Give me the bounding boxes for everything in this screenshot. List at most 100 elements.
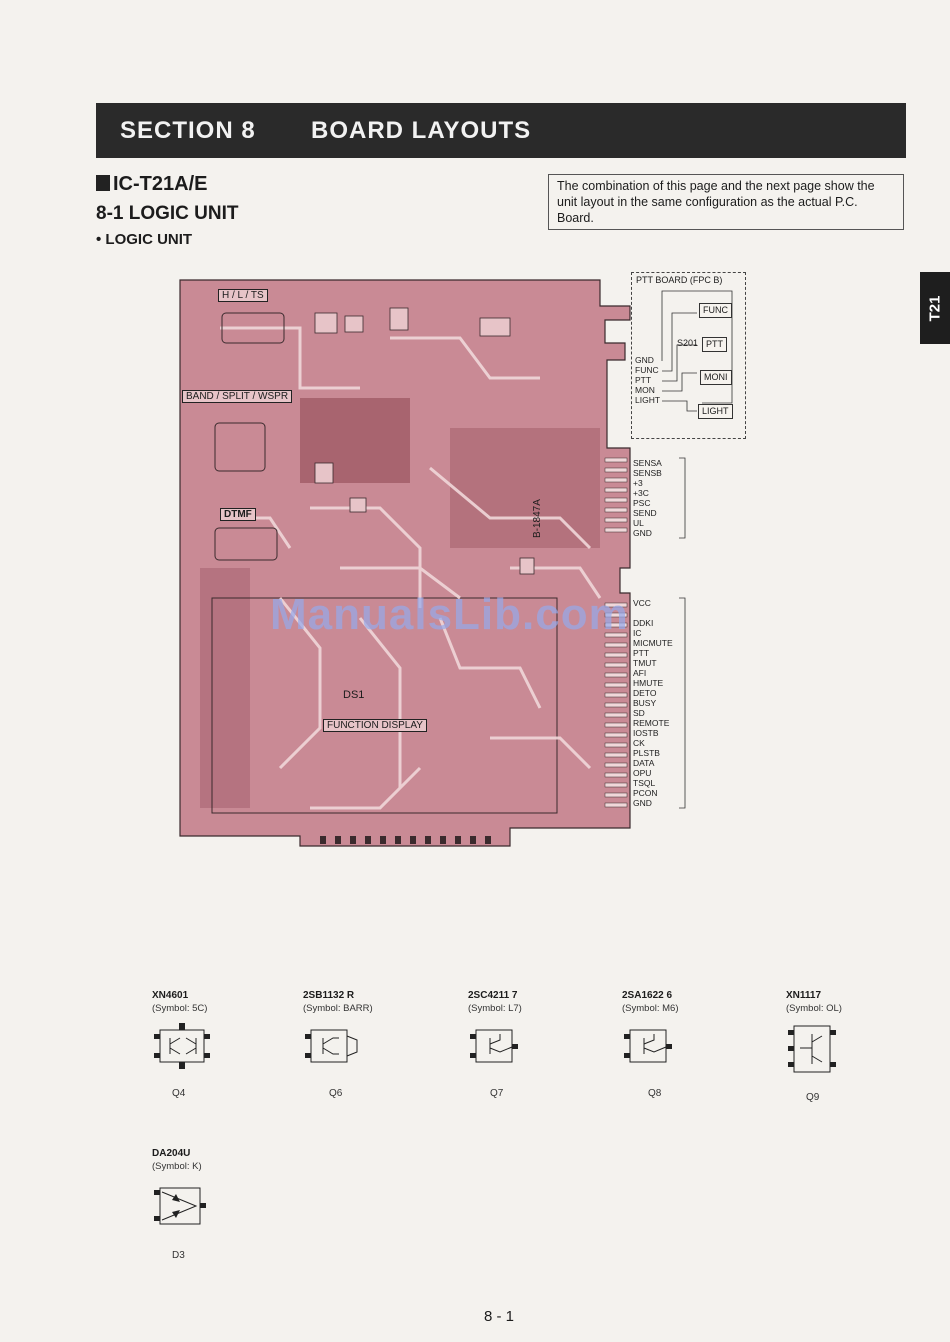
part-ref: Q6 — [329, 1088, 343, 1099]
connector-pin: IC — [633, 628, 642, 638]
diode-package-icon — [154, 1187, 206, 1225]
connector-pin: PTT — [633, 648, 650, 658]
ptt-pin: MON — [635, 385, 655, 395]
switch-components — [214, 312, 285, 561]
section-header-bar: SECTION 8 BOARD LAYOUTS — [96, 103, 906, 158]
part-ref: D3 — [172, 1250, 185, 1261]
part-xn1117: XN1117 (Symbol: OL) Q9 — [786, 990, 896, 1103]
note-box: The combination of this page and the nex… — [548, 174, 904, 230]
connector-lower-labels: VCC DDKI IC MICMUTE PTT TMUT AFI HMUTE D… — [633, 598, 673, 808]
bullet-square-icon — [96, 175, 110, 191]
connector-pin: SENSA — [633, 458, 662, 468]
part-number: 2SB1132 R — [303, 990, 355, 1001]
part-ref: Q8 — [648, 1088, 662, 1099]
connector-pin: REMOTE — [633, 718, 670, 728]
connector-pin: HMUTE — [633, 678, 664, 688]
pcb-board-image: H / L / TS BAND / SPLIT / WSPR DTMF DS1 … — [160, 268, 760, 868]
part-symbol: (Symbol: M6) — [622, 1003, 679, 1014]
transistor-package-icon — [624, 1029, 672, 1063]
bottom-tabs — [320, 836, 491, 844]
connector-pin: BUSY — [633, 698, 657, 708]
copper-area — [450, 428, 600, 548]
connector-pin: IOSTB — [633, 728, 659, 738]
ptt-board-inset: PTT BOARD (FPC B) S201 FUNC PTT MONI LIG… — [631, 272, 746, 439]
display-outline — [211, 597, 558, 814]
connector-pin: DETO — [633, 688, 657, 698]
page-number: 8 - 1 — [484, 1308, 515, 1325]
ptt-wiring-svg — [661, 290, 733, 412]
board-code: B-1847A — [532, 499, 543, 538]
ptt-switch-ptt: PTT — [702, 337, 727, 352]
part-2sa1622: 2SA1622 6 (Symbol: M6) Q8 — [622, 990, 732, 1099]
part-xn4601: XN4601 (Symbol: 5C) Q4 — [152, 990, 262, 1099]
part-symbol: (Symbol: BARR) — [303, 1003, 373, 1014]
connector-pin: CK — [633, 738, 645, 748]
switch-label-dtmf: DTMF — [220, 508, 256, 521]
part-symbol: (Symbol: K) — [152, 1161, 202, 1172]
connector-pin: VCC — [633, 598, 651, 608]
transistor-package-icon — [788, 1025, 836, 1073]
side-tab-label: T21 — [926, 295, 944, 321]
ptt-switch-moni: MONI — [700, 370, 732, 385]
part-number: XN4601 — [152, 990, 189, 1001]
part-number: DA204U — [152, 1148, 191, 1159]
part-symbol: (Symbol: L7) — [468, 1003, 522, 1014]
connector-pin: MICMUTE — [633, 638, 673, 648]
part-number: 2SC4211 7 — [468, 990, 518, 1001]
part-2sc4211: 2SC4211 7 (Symbol: L7) Q7 — [468, 990, 578, 1099]
side-tab[interactable]: T21 — [920, 272, 950, 344]
part-ref: Q7 — [490, 1088, 504, 1099]
ptt-pin: GND — [635, 355, 654, 365]
ic-chips — [314, 307, 535, 575]
part-ref: Q9 — [806, 1092, 820, 1103]
connector-pads — [604, 457, 628, 808]
sub-sub-heading: • LOGIC UNIT — [96, 231, 193, 248]
ptt-switch-light: LIGHT — [698, 404, 733, 419]
ptt-pin: FUNC — [635, 365, 659, 375]
connector-pin: PLSTB — [633, 748, 660, 758]
display-label: FUNCTION DISPLAY — [323, 719, 427, 732]
pcb-traces — [220, 326, 602, 810]
transistor-package-icon — [154, 1023, 210, 1069]
transistor-package-icon — [305, 1029, 358, 1063]
connector-pin: SD — [633, 708, 645, 718]
connector-upper-bracket — [679, 457, 686, 539]
part-number: 2SA1622 6 — [622, 990, 673, 1001]
connector-pin: PCON — [633, 788, 658, 798]
part-ref: Q4 — [172, 1088, 186, 1099]
connector-pin: TMUT — [633, 658, 657, 668]
section-title: BOARD LAYOUTS — [311, 116, 532, 144]
sub-heading: 8-1 LOGIC UNIT — [96, 203, 239, 224]
connector-pin: OPU — [633, 768, 652, 778]
copper-area — [200, 568, 250, 808]
model-heading-text: IC-T21A/E — [113, 173, 208, 195]
connector-pin: TSQL — [633, 778, 656, 788]
connector-pin: UL — [633, 518, 644, 528]
section-number: SECTION 8 — [120, 116, 256, 144]
connector-pin: +3 — [633, 478, 643, 488]
connector-upper-labels: SENSA SENSB +3 +3C PSC SEND UL GND — [633, 458, 662, 538]
board-outline — [179, 279, 631, 847]
part-symbol: (Symbol: OL) — [786, 1003, 842, 1014]
watermark: ManualsLib.com — [270, 590, 629, 639]
switch-label-hl-ts: H / L / TS — [218, 289, 268, 302]
connector-pin: GND — [633, 798, 652, 808]
pcb-board-svg — [179, 279, 631, 847]
connector-pin: DATA — [633, 758, 655, 768]
connector-pin: GND — [633, 528, 652, 538]
transistor-package-icon — [470, 1029, 518, 1063]
part-number: XN1117 — [786, 990, 822, 1001]
ptt-pin: LIGHT — [635, 395, 661, 405]
model-heading: IC-T21A/E — [96, 173, 207, 196]
connector-pin: SENSB — [633, 468, 662, 478]
switch-label-band: BAND / SPLIT / WSPR — [182, 390, 293, 403]
ptt-board-title: PTT BOARD (FPC B) — [636, 275, 723, 285]
connector-pin: SEND — [633, 508, 657, 518]
connector-pin: +3C — [633, 488, 649, 498]
part-symbol: (Symbol: 5C) — [152, 1003, 208, 1014]
ptt-switch-ref: S201 — [677, 338, 699, 348]
connector-pin: PSC — [633, 498, 651, 508]
part-2sb1132: 2SB1132 R (Symbol: BARR) Q6 — [303, 990, 413, 1099]
connector-pin: AFI — [633, 668, 647, 678]
display-ref: DS1 — [343, 689, 365, 701]
